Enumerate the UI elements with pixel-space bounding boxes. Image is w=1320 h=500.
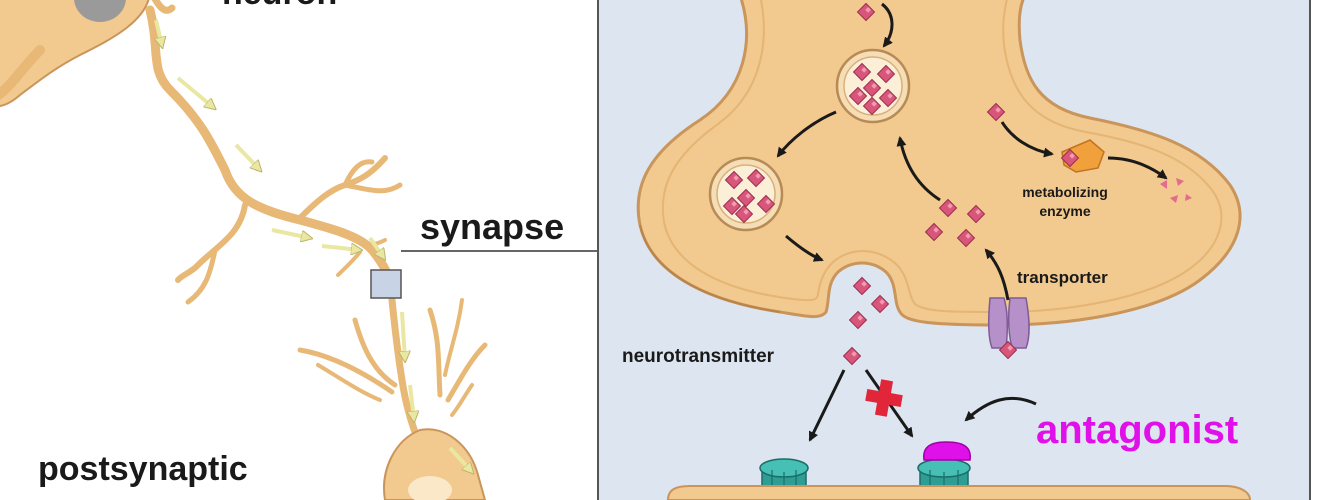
neuron-illustration [0,0,598,500]
metabolizing-enzyme-label-line2: enzyme [1039,203,1091,219]
postsynaptic-label: postsynaptic [38,450,248,488]
neurotransmitter-label: neurotransmitter [622,346,775,367]
presynaptic-terminal [636,0,1242,327]
synaptic-vesicle-top [835,48,911,124]
metabolizing-enzyme-icon [1061,139,1105,173]
transporter-icon [987,297,1030,359]
postsynaptic-membrane [666,485,1252,500]
antagonist-label: antagonist [1036,408,1239,452]
metabolizing-enzyme-label-line1: metabolizing [1022,184,1108,200]
synaptic-vesicle-left [708,156,784,232]
neuron-label: neuron [222,0,337,13]
pathway-arrows [776,2,1168,442]
transporter-label: transporter [1017,268,1108,287]
nucleus-icon [74,0,126,22]
block-cross-icon [865,379,903,417]
enzyme-fragments [1160,178,1192,203]
synapse-label: synapse [420,206,565,247]
antagonist-molecule [923,441,971,461]
synapse-zoom-box [370,269,402,299]
